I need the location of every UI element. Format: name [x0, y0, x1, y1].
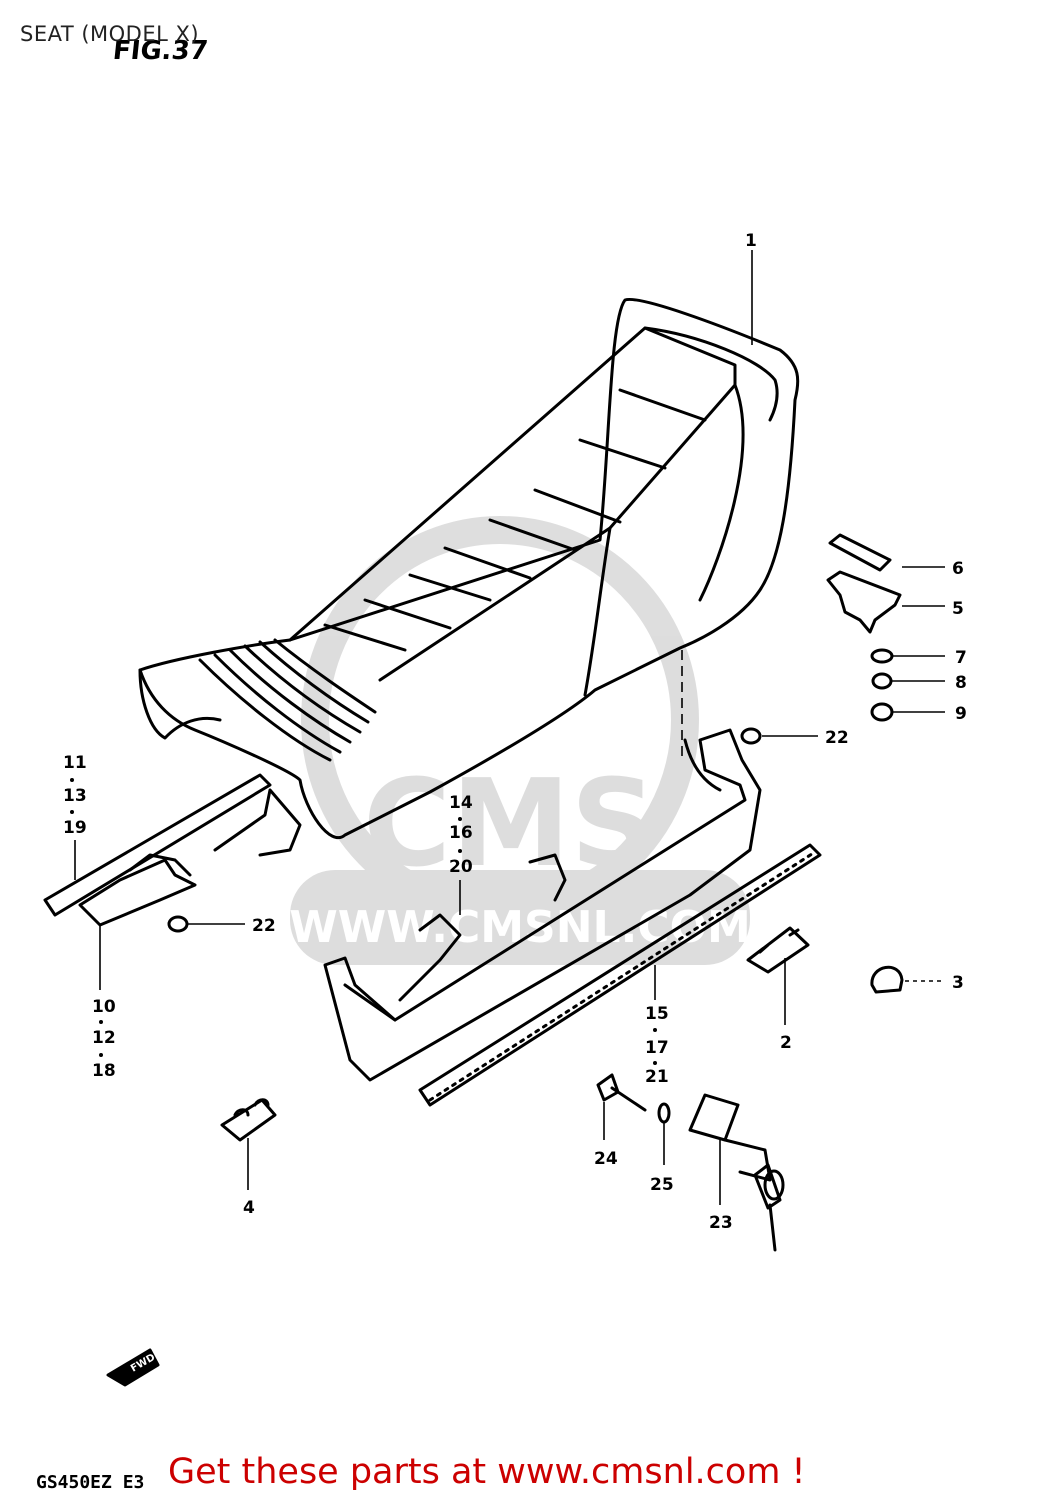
callout-22-left: 22 [252, 916, 276, 936]
get-parts-link[interactable]: Get these parts at www.cmsnl.com ! [168, 1452, 806, 1492]
part-rubber-4 [220, 1098, 277, 1142]
callout-6: 6 [952, 559, 964, 579]
callout-16: 16 [449, 823, 473, 843]
part-washer-8 [871, 672, 893, 690]
callout-17: 17 [645, 1038, 669, 1058]
callout-4: 4 [243, 1198, 255, 1218]
watermark: CMS WWW.CMSNL.COM [289, 516, 751, 965]
callout-19: 19 [63, 818, 87, 838]
callout-20: 20 [449, 857, 473, 877]
hinge-bracket [43, 773, 302, 927]
seat-assembly [138, 297, 800, 839]
part-plate [828, 533, 892, 572]
callout-5: 5 [952, 599, 964, 619]
trim-strip [418, 843, 822, 1107]
page-title: SEAT (MODEL X) [20, 22, 200, 46]
callout-10: 10 [92, 997, 116, 1017]
model-code: GS450EZ E3 [36, 1472, 145, 1493]
callout-14: 14 [449, 793, 473, 813]
callout-13: 13 [63, 786, 87, 806]
part-nut-22b [167, 915, 189, 933]
callout-2: 2 [780, 1033, 792, 1053]
part-washer-25 [657, 1102, 671, 1124]
seat-base [323, 728, 762, 1082]
callout-11: 11 [63, 753, 87, 773]
callout-25: 25 [650, 1175, 674, 1195]
part-rubber-2 [746, 926, 810, 974]
part-bolt [596, 1073, 647, 1112]
forward-arrow-icon [106, 1348, 160, 1387]
callout-7: 7 [955, 648, 967, 668]
part-cap [870, 965, 904, 994]
part-nut-9 [870, 702, 894, 722]
callout-21: 21 [645, 1067, 669, 1087]
part-nut-22a [740, 727, 762, 745]
callout-9: 9 [955, 704, 967, 724]
callout-1: 1 [745, 231, 757, 251]
callout-3: 3 [952, 973, 964, 993]
part-hook [826, 570, 902, 634]
callout-12: 12 [92, 1028, 116, 1048]
callout-18: 18 [92, 1061, 116, 1081]
part-lock [688, 1093, 785, 1252]
watermark-brand: CMS [363, 755, 657, 894]
callout-8: 8 [955, 673, 967, 693]
callout-23: 23 [709, 1213, 733, 1233]
callout-15: 15 [645, 1004, 669, 1024]
callout-22-right: 22 [825, 728, 849, 748]
part-washer-7 [870, 648, 894, 664]
callout-24: 24 [594, 1149, 618, 1169]
